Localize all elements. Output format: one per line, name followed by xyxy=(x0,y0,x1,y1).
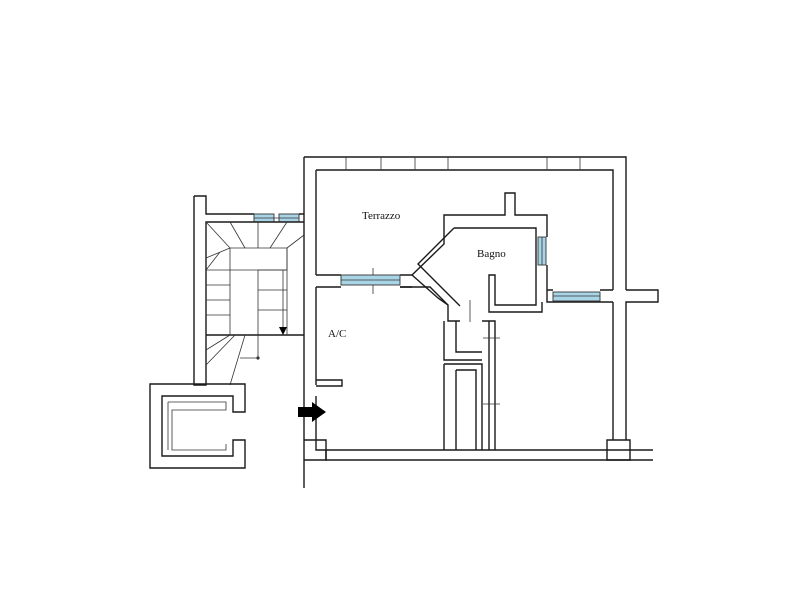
interior-walls xyxy=(316,192,613,450)
room-label-bagno: Bagno xyxy=(477,248,506,260)
windows xyxy=(253,213,601,302)
entrance-arrow-icon xyxy=(298,402,326,422)
room-label-terrazzo: Terrazzo xyxy=(362,210,401,222)
room-label-ac: A/C xyxy=(328,328,346,340)
chimney-block xyxy=(149,383,246,469)
window-right-room xyxy=(552,291,601,302)
staircase xyxy=(193,195,305,386)
exterior-walls xyxy=(303,156,659,488)
stair-direction-arrow-icon xyxy=(279,270,287,335)
